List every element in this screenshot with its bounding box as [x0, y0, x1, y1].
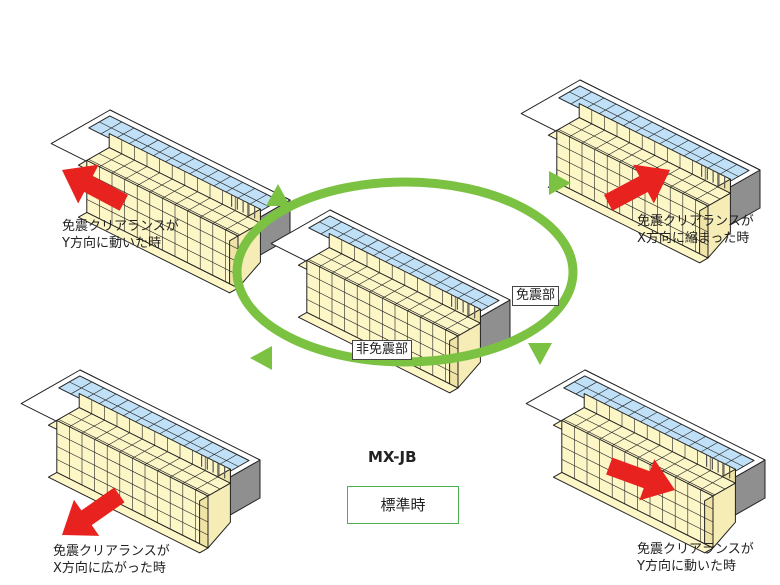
unit-top-left: [50, 109, 291, 294]
caption-top-left: 免震クリアランスが Y方向に動いた時: [62, 218, 179, 252]
isolated-part-tag: 免震部: [512, 286, 560, 306]
red-arrow-icon: [62, 487, 125, 536]
red-arrow-icon: [62, 164, 129, 211]
green-triangle-icon: [528, 343, 552, 365]
caption-bottom-left-line2: X方向に広がった時: [53, 561, 166, 576]
caption-top-right-line1: 免震クリアランスが: [637, 214, 754, 229]
unit-top-right: [520, 79, 761, 264]
caption-bottom-right-line1: 免震クリアランスが: [637, 542, 754, 557]
red-arrow-icon: [603, 164, 670, 211]
caption-bottom-right: 免震クリアランスが Y方向に動いた時: [637, 541, 754, 575]
non-isolated-part-tag: 非免震部: [352, 340, 413, 360]
unit-bottom-right: [525, 369, 766, 554]
caption-top-left-line1: 免震クリアランスが: [62, 219, 179, 234]
caption-bottom-left: 免震クリアランスが X方向に広がった時: [53, 543, 170, 577]
caption-top-left-line2: Y方向に動いた時: [62, 236, 161, 251]
caption-bottom-left-line1: 免震クリアランスが: [53, 544, 170, 559]
red-arrow-icon: [606, 457, 675, 501]
green-triangle-icon: [250, 346, 272, 370]
standard-state-label: 標準時: [347, 486, 459, 524]
green-triangle-icon: [549, 171, 571, 195]
caption-top-right: 免震クリアランスが X方向に縮まった時: [637, 213, 754, 247]
caption-bottom-right-line2: Y方向に動いた時: [637, 559, 736, 574]
cycle-ring: [232, 177, 578, 367]
green-triangle-icon: [266, 184, 290, 206]
unit-bottom-left: [20, 369, 261, 554]
caption-top-right-line2: X方向に縮まった時: [637, 231, 750, 246]
model-label: MX-JB: [368, 448, 417, 466]
